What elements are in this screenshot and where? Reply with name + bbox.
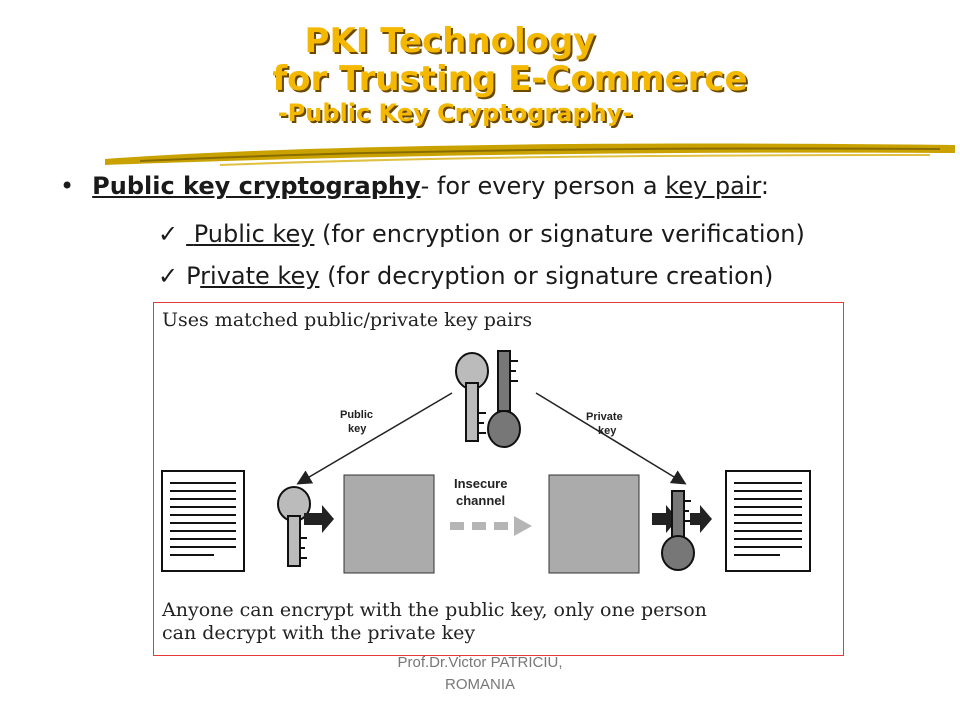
bullet-rest-after: : bbox=[760, 172, 769, 200]
public-key-arrow bbox=[296, 392, 453, 485]
sub-item-description: (for encryption or signature verificatio… bbox=[314, 220, 805, 248]
figure-caption-bottom: Anyone can encrypt with the public key, … bbox=[162, 599, 707, 645]
public-key-icon bbox=[277, 486, 311, 567]
term-key-pair: key pair bbox=[665, 172, 761, 200]
figure-caption-bottom-line-2: can decrypt with the private key bbox=[162, 622, 476, 644]
title-line-1: PKI Technology bbox=[304, 21, 596, 61]
encrypt-arrow-icon bbox=[304, 505, 334, 533]
label-insecure-2: channel bbox=[456, 493, 505, 508]
figure-caption-bottom-line-1: Anyone can encrypt with the public key, … bbox=[162, 599, 707, 621]
label-public-2: key bbox=[348, 423, 367, 435]
sub-item-public-key: ✓ Public key (for encryption or signatur… bbox=[158, 220, 805, 248]
label-public-1: Public bbox=[340, 409, 373, 421]
footer-line-2: ROMANIA bbox=[444, 676, 515, 693]
checkmark-icon: ✓ bbox=[158, 220, 179, 248]
bullet-rest-before: - for every person a bbox=[420, 172, 666, 200]
label-private-1: Private bbox=[586, 411, 623, 423]
sub-item-lead: P bbox=[186, 262, 201, 290]
key-pair-icon bbox=[455, 350, 521, 448]
term-private-key: rivate key bbox=[200, 262, 320, 290]
key-pair-diagram: Public key Private key bbox=[161, 350, 811, 574]
ciphertext-box-left bbox=[343, 474, 435, 574]
sub-item-lead bbox=[186, 220, 194, 248]
output-arrow-icon bbox=[690, 505, 712, 533]
insecure-channel-arrow-icon bbox=[450, 516, 532, 536]
ciphertext-box-right bbox=[548, 474, 640, 574]
term-public-key-cryptography: Public key cryptography bbox=[92, 172, 421, 200]
key-pair-figure: Uses matched public/private key pairs Pu… bbox=[153, 302, 844, 656]
checkmark-icon: ✓ bbox=[158, 262, 179, 290]
slide-title: PKI Technology for Trusting E-Commerce -… bbox=[0, 22, 900, 128]
bullet-dot: • bbox=[60, 172, 75, 200]
plaintext-document-icon bbox=[161, 470, 245, 572]
term-public-key: Public key bbox=[193, 220, 315, 248]
title-line-2: for Trusting E-Commerce bbox=[272, 59, 748, 99]
bullet-public-key-cryptography: • Public key cryptography- for every pers… bbox=[60, 172, 769, 200]
title-line-3: -Public Key Cryptography- bbox=[277, 99, 633, 127]
slide-footer: Prof.Dr.Victor PATRICIU, ROMANIA bbox=[360, 652, 600, 696]
footer-line-1: Prof.Dr.Victor PATRICIU, bbox=[397, 654, 563, 671]
decrypted-document-icon bbox=[725, 470, 811, 572]
label-private-2: key bbox=[598, 425, 617, 437]
sub-item-private-key: ✓Private key (for decryption or signatur… bbox=[158, 262, 773, 290]
private-key-icon bbox=[661, 490, 695, 571]
sub-item-description: (for decryption or signature creation) bbox=[319, 262, 774, 290]
label-insecure-1: Insecure bbox=[454, 476, 507, 491]
title-swoosh-decoration bbox=[105, 143, 955, 166]
private-key-arrow bbox=[535, 392, 687, 485]
figure-caption-top: Uses matched public/private key pairs bbox=[162, 309, 533, 331]
